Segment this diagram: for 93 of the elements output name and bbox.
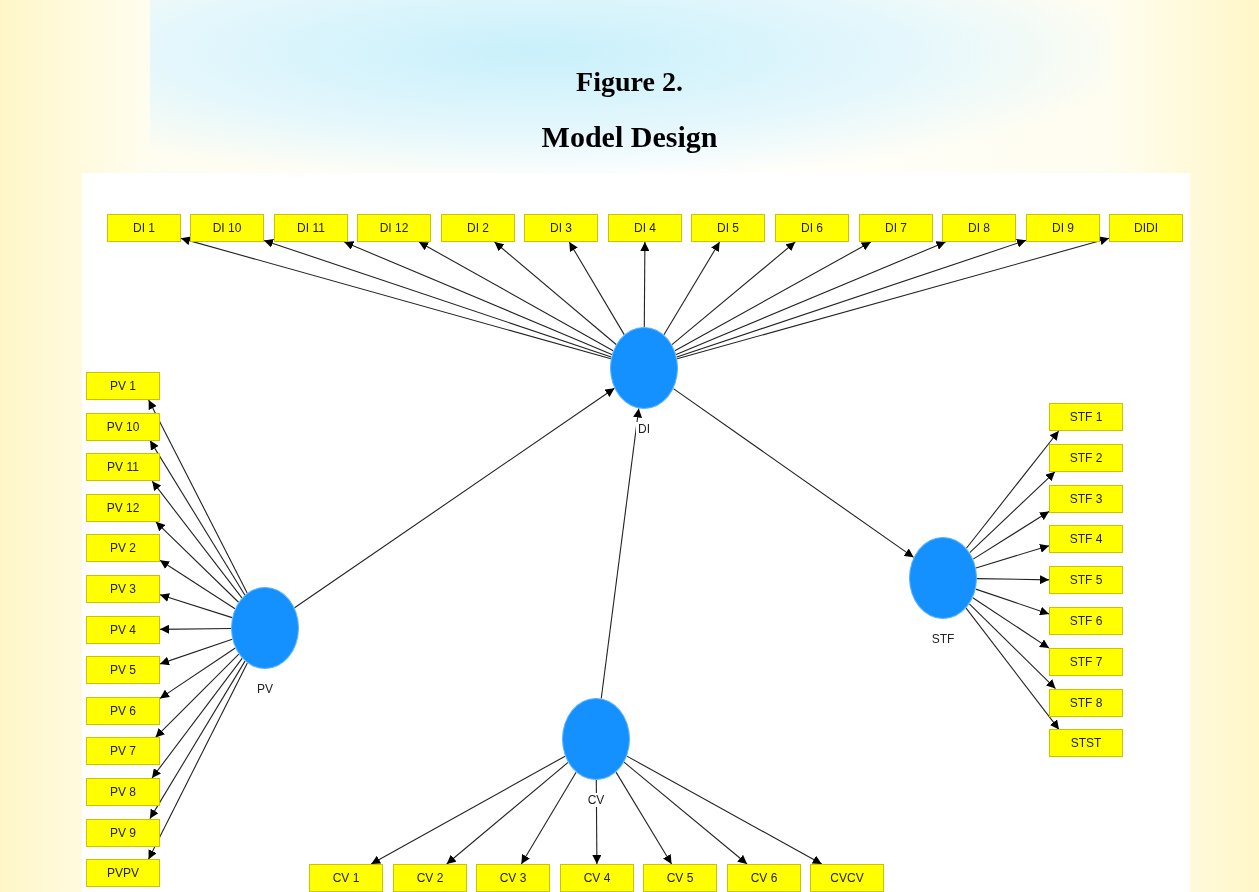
arrow	[972, 597, 1050, 649]
indicator-box: CV 6	[727, 864, 801, 892]
indicator-box: CV 5	[643, 864, 717, 892]
arrow	[676, 236, 1110, 360]
indicator-box: PV 7	[86, 737, 160, 766]
indicator-box: STF 4	[1049, 525, 1123, 554]
indicator-box: STF 5	[1049, 566, 1123, 595]
indicator-box: STF 1	[1049, 403, 1123, 431]
arrow	[675, 241, 947, 356]
figure-number: Figure 2.	[575, 66, 684, 98]
arrow	[180, 236, 612, 360]
arrow	[149, 440, 246, 596]
arrow	[155, 521, 240, 603]
arrow	[494, 241, 617, 346]
indicator-box: STF 6	[1049, 607, 1123, 635]
arrow	[151, 480, 243, 599]
arrow	[159, 593, 233, 619]
indicator-box: CV 4	[560, 864, 634, 892]
variable-label: STF	[929, 632, 957, 646]
arrow	[975, 588, 1050, 616]
indicator-box: PV 10	[86, 412, 160, 441]
indicator-box: PV 8	[86, 778, 160, 806]
arrow	[154, 653, 240, 738]
arrow	[294, 387, 615, 609]
indicator-box: PV 3	[86, 575, 160, 603]
arrow	[975, 544, 1050, 569]
indicator-box: PV 9	[86, 818, 160, 847]
arrow	[148, 662, 248, 860]
arrow	[965, 430, 1060, 549]
indicator-box: PV 1	[86, 372, 160, 400]
indicator-box: DI 12	[357, 214, 431, 242]
indicator-box: CV 3	[476, 864, 550, 892]
variable-label: PV	[255, 682, 275, 696]
diagram-title: Model Design	[540, 120, 719, 154]
arrow	[663, 241, 721, 336]
indicator-box: CV 1	[309, 864, 383, 892]
arrow	[343, 241, 613, 356]
indicator-box: DI 6	[775, 214, 849, 242]
arrow	[568, 241, 625, 336]
indicator-box: DI 3	[524, 214, 598, 242]
indicator-box: DI 10	[190, 214, 264, 242]
indicator-box: PV 4	[86, 615, 160, 644]
indicator-box: PV 6	[86, 696, 160, 725]
indicator-box: DIDI	[1109, 214, 1183, 242]
indicator-box: CV 2	[393, 864, 467, 892]
indicator-box: DI 4	[608, 214, 682, 242]
arrow	[159, 638, 233, 666]
arrow	[976, 575, 1050, 585]
variable-label: DI	[636, 422, 652, 436]
arrow	[520, 771, 577, 865]
indicator-box: STST	[1049, 729, 1123, 758]
arrow	[149, 660, 246, 820]
arrow	[972, 511, 1050, 560]
arrow	[592, 779, 602, 865]
arrow	[159, 559, 236, 610]
arrow	[148, 399, 248, 594]
arrow	[626, 755, 823, 865]
indicator-box: PV 5	[86, 656, 160, 685]
indicator-box: DI 9	[1026, 214, 1100, 242]
arrow	[672, 388, 915, 558]
indicator-box: DI 2	[441, 214, 515, 242]
indicator-box: STF 8	[1049, 688, 1123, 717]
arrow	[969, 471, 1056, 554]
arrow	[159, 624, 232, 634]
arrow	[615, 771, 673, 865]
arrow	[965, 607, 1060, 730]
indicator-box: PV 11	[86, 453, 160, 482]
arrow	[600, 407, 643, 700]
arrow	[623, 761, 748, 865]
indicator-box: STF 2	[1049, 443, 1123, 472]
indicator-box: DI 8	[942, 214, 1016, 242]
arrow	[370, 755, 566, 865]
indicator-box: DI 5	[691, 214, 765, 242]
arrow	[671, 241, 796, 346]
indicator-box: DI 7	[859, 214, 933, 242]
arrow	[263, 239, 612, 358]
indicator-box: PV 2	[86, 534, 160, 563]
indicator-box: DI 11	[274, 214, 348, 242]
indicator-box: DI 1	[107, 214, 181, 242]
arrow	[446, 761, 569, 865]
arrow	[418, 241, 614, 352]
arrow	[159, 647, 236, 699]
indicator-box: STF 3	[1049, 484, 1123, 513]
arrow	[640, 241, 650, 328]
indicator-box: STF 7	[1049, 647, 1123, 676]
arrow	[151, 657, 243, 779]
arrow	[968, 603, 1057, 690]
indicator-box: PVPV	[86, 859, 160, 888]
indicator-box: PV 12	[86, 493, 160, 522]
arrow	[674, 241, 872, 352]
indicator-box: CVCV	[810, 864, 884, 892]
variable-label: CV	[585, 793, 607, 807]
arrow	[676, 238, 1027, 358]
